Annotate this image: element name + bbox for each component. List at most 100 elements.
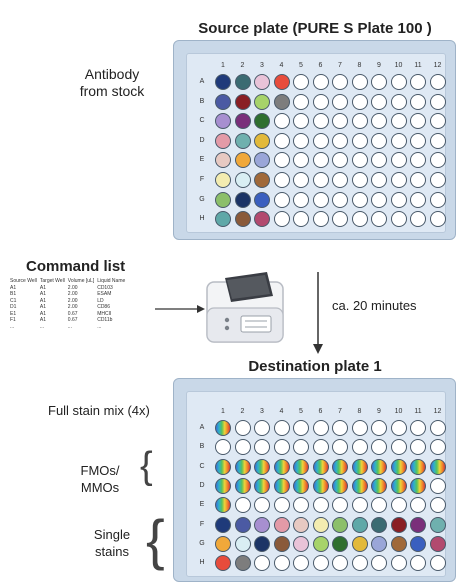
command-table-cell: 2.00: [67, 284, 78, 291]
well-F4: [273, 172, 290, 188]
well-G2: [234, 535, 251, 552]
well-E4: [273, 152, 290, 169]
column-label: 2: [240, 62, 245, 69]
well-D3: [254, 477, 270, 494]
well-G4: [273, 191, 290, 208]
well-H5: [293, 555, 309, 572]
command-table-cell: LD: [97, 297, 104, 304]
row-label: B: [199, 443, 205, 451]
well-A11: [410, 420, 426, 436]
well-C11: [410, 458, 426, 475]
row-label: F: [199, 520, 205, 528]
well-G6: [312, 535, 329, 552]
row-label: C: [199, 462, 205, 470]
row-label: B: [199, 97, 205, 105]
row-label: C: [199, 117, 205, 125]
well-A11: [410, 74, 426, 90]
well-B7: [332, 93, 348, 110]
well-G12: [429, 535, 446, 552]
well-H2: [234, 211, 251, 228]
well-B12: [429, 439, 446, 456]
well-H7: [332, 211, 348, 228]
column-label: 7: [338, 62, 342, 69]
command-table-cell: A1: [10, 284, 17, 291]
column-label: 9: [377, 62, 381, 69]
well-B8: [351, 93, 368, 110]
well-A5: [293, 74, 309, 90]
well-B3: [254, 439, 270, 456]
well-A12: [429, 74, 446, 90]
well-C1: [215, 458, 231, 475]
well-F12: [429, 516, 446, 533]
well-B8: [351, 439, 368, 456]
well-B10: [390, 93, 407, 110]
column-label: 11: [414, 408, 422, 415]
well-F4: [273, 516, 290, 533]
well-F1: [215, 516, 231, 533]
well-A7: [332, 74, 348, 90]
row-label: A: [199, 424, 205, 431]
command-table-cell: 2.00: [67, 297, 78, 304]
well-B9: [371, 93, 387, 110]
column-label: 9: [377, 408, 381, 415]
row-label: G: [199, 539, 205, 547]
well-H11: [410, 211, 426, 228]
command-table-cell: ...: [10, 323, 15, 330]
well-D6: [312, 477, 329, 494]
well-G4: [273, 535, 290, 552]
well-C2: [234, 458, 251, 475]
command-table-cell: E1: [10, 310, 17, 317]
command-table-cell: 0.67: [67, 310, 78, 317]
row-label: H: [199, 559, 205, 567]
well-E8: [351, 497, 368, 514]
well-E6: [312, 152, 329, 169]
well-F6: [312, 172, 329, 188]
well-E3: [254, 152, 270, 169]
well-F3: [254, 172, 270, 188]
well-B4: [273, 439, 290, 456]
well-B5: [293, 439, 309, 456]
well-A6: [312, 74, 329, 90]
column-label: 8: [357, 408, 362, 415]
well-G1: [215, 535, 231, 552]
well-C1: [215, 113, 231, 130]
well-F3: [254, 516, 270, 533]
command-table-cell: A1: [39, 297, 46, 304]
command-table-cell: ...: [97, 323, 102, 330]
column-label: 1: [221, 408, 225, 415]
well-H3: [254, 555, 270, 572]
well-B9: [371, 439, 387, 456]
command-table-cell: CD11b: [97, 317, 113, 323]
column-label: 3: [260, 408, 264, 415]
row-label: H: [199, 215, 205, 223]
column-label: 1: [221, 62, 225, 69]
command-table-row: ............: [10, 324, 128, 331]
well-H9: [371, 211, 387, 228]
command-table-cell: ...: [39, 323, 45, 330]
well-C8: [351, 458, 368, 475]
well-C10: [390, 458, 407, 475]
column-label: 12: [433, 408, 442, 415]
well-A5: [293, 420, 309, 436]
well-A9: [371, 420, 387, 436]
row-label: G: [199, 195, 205, 203]
well-A7: [332, 420, 348, 436]
well-D8: [351, 477, 368, 494]
well-B1: [215, 93, 231, 110]
well-C4: [273, 458, 290, 475]
well-C4: [273, 113, 290, 130]
well-A6: [312, 420, 329, 436]
command-table-cell: 2.00: [67, 304, 78, 310]
well-B1: [215, 439, 231, 456]
command-table-cell: ESAM: [97, 291, 112, 297]
destination-plate-title: Destination plate 1: [248, 358, 382, 375]
command-table-cell: F1: [10, 317, 16, 323]
